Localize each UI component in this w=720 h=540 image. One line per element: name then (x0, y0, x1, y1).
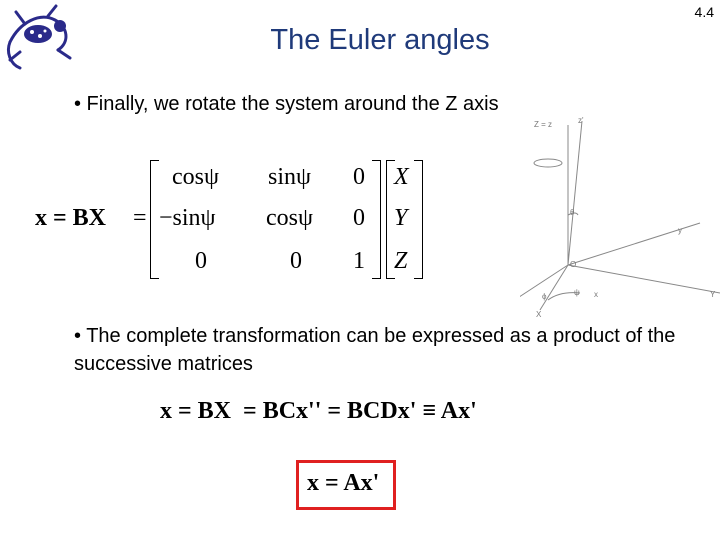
vector-x: X (394, 164, 409, 190)
equation1-equals: = (133, 205, 147, 231)
label-y: y (678, 226, 682, 235)
label-z-prime: z' (578, 116, 584, 125)
equation1-lhs: x = BX (35, 205, 107, 231)
matrix-cell-r3c3: 1 (353, 248, 365, 274)
slide-number: 4.4 (694, 4, 714, 20)
bullet-2: • The complete transformation can be exp… (74, 325, 676, 375)
vector-left-bracket (386, 160, 395, 279)
matrix-cell-r1c3: 0 (353, 164, 365, 190)
matrix-cell-r1c1: cosψ (172, 164, 220, 190)
vector-right-bracket (414, 160, 423, 279)
label-Y: Y (710, 290, 716, 299)
label-origin: O (570, 260, 576, 269)
rotation-arrow (533, 158, 563, 168)
label-x: x (594, 290, 598, 299)
label-psi: ψ (574, 288, 580, 297)
matrix-cell-r3c1: 0 (195, 248, 207, 274)
matrix-cell-r2c3: 0 (353, 205, 365, 231)
x-axis-line (520, 264, 569, 298)
euler-angle-diagram: Z = z z' y Y x x' X O θ ϕ ψ (520, 116, 720, 319)
matrix-cell-r2c2: cosψ (266, 205, 314, 231)
highlight-box (296, 460, 396, 510)
matrix-cell-r2c1: −sinψ (159, 205, 216, 231)
label-z-axis: Z = z (534, 120, 552, 129)
boxed-equation: x = Ax' (307, 470, 380, 496)
equation2: x = BX = BCx'' = BCDx' ≡ Ax' (160, 398, 477, 424)
slide-title: The Euler angles (270, 24, 490, 56)
matrix-cell-r3c2: 0 (290, 248, 302, 274)
matrix-cell-r1c2: sinψ (268, 164, 312, 190)
bullet-1: • Finally, we rotate the system around t… (74, 93, 499, 115)
vector-y: Y (394, 205, 408, 231)
Y-axis-line (567, 264, 720, 294)
lizard-logo-icon (6, 4, 72, 70)
z-prime-axis-line (567, 120, 583, 266)
label-theta: θ (570, 208, 575, 217)
vector-z: Z (394, 248, 408, 274)
label-phi: ϕ (542, 292, 547, 301)
matrix-right-bracket (372, 160, 381, 279)
X-axis-line (539, 264, 569, 311)
matrix-left-bracket (150, 160, 159, 279)
y-axis-line (567, 222, 701, 266)
label-X: X (536, 310, 542, 319)
